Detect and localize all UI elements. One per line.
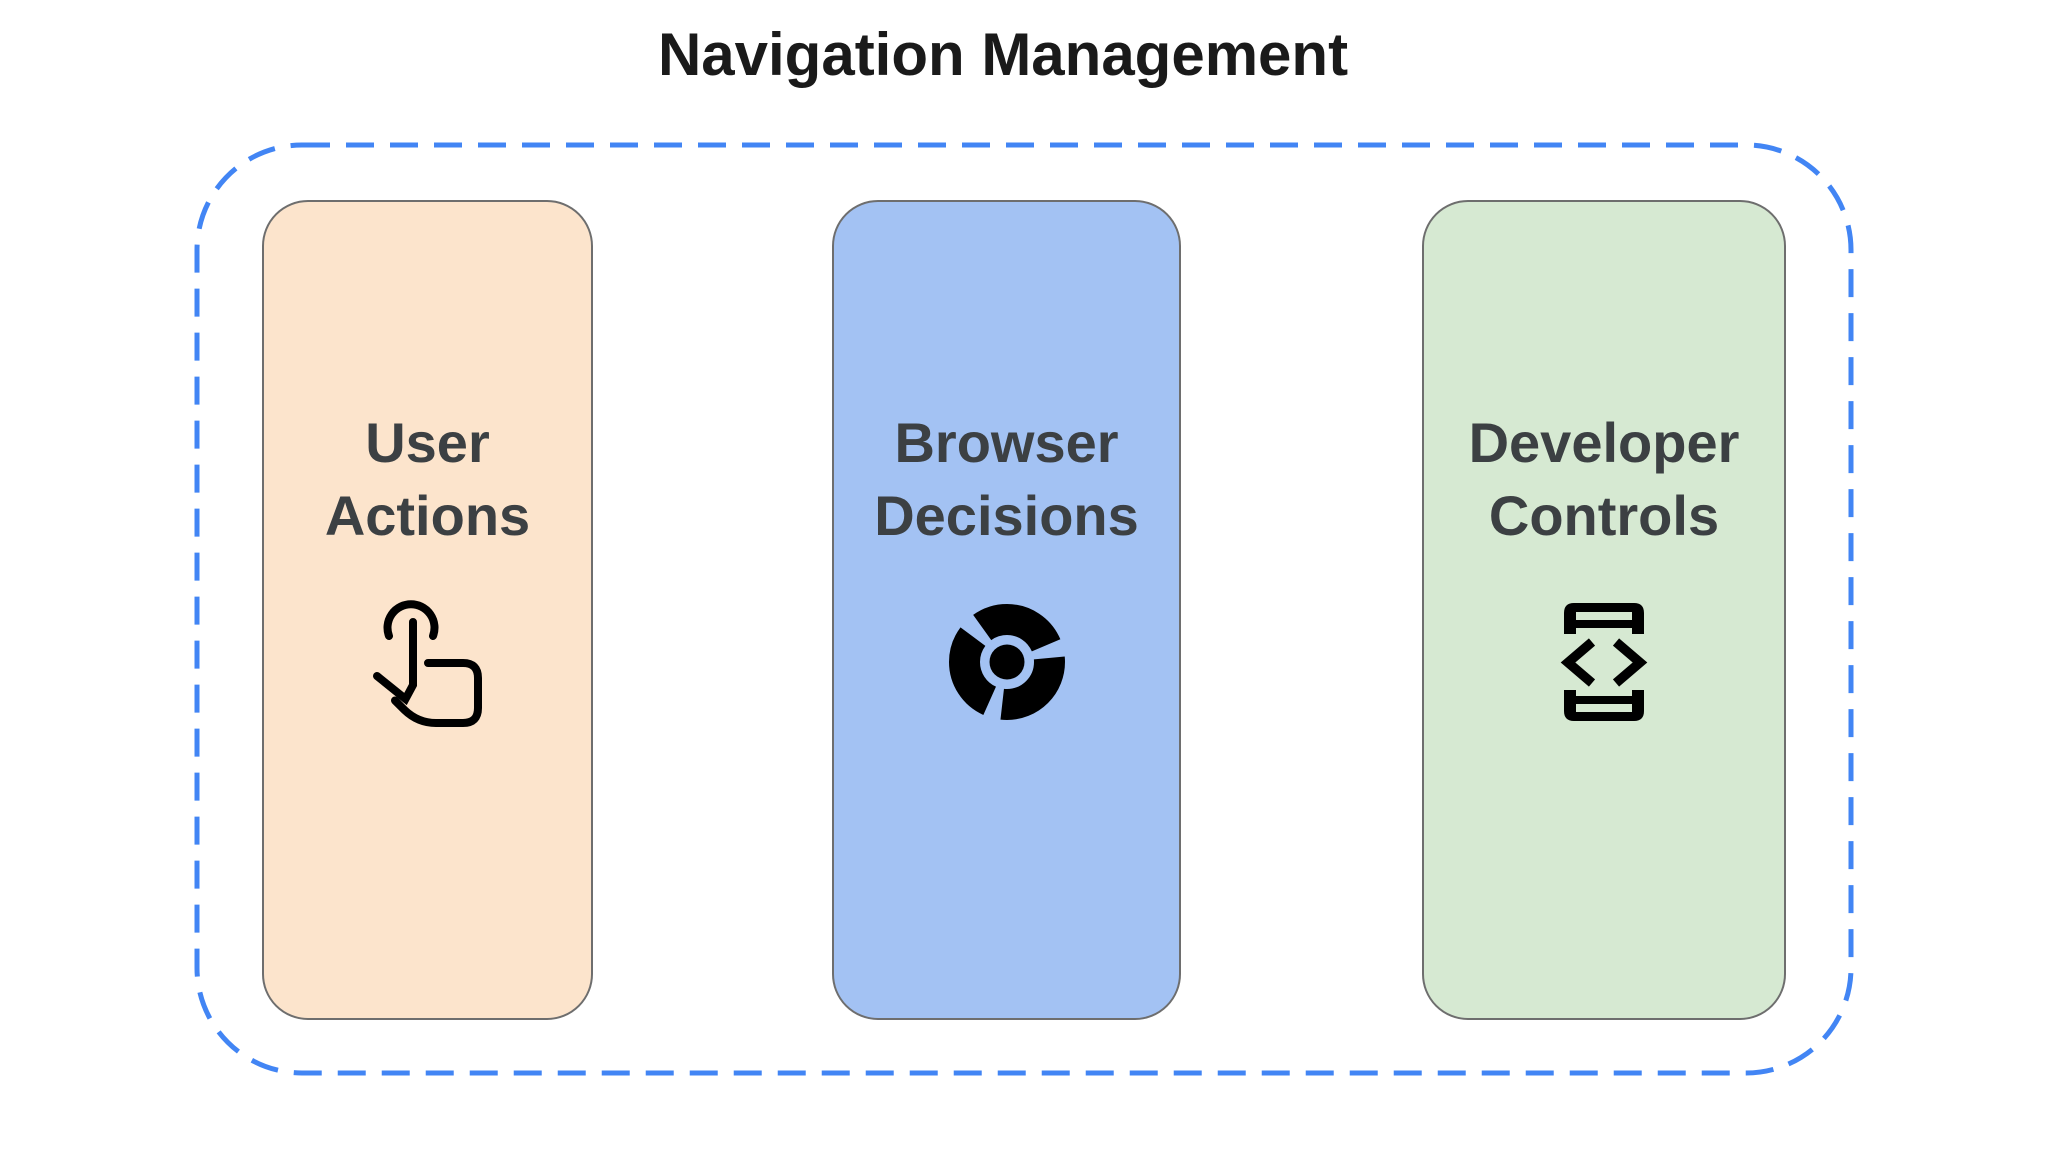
chrome-browser-icon — [948, 603, 1065, 720]
card-developer-controls: Developer Controls — [1422, 200, 1786, 1020]
dashed-group-frame — [194, 142, 1854, 1076]
card-title: User Actions — [324, 411, 531, 547]
page-title: Navigation Management — [657, 21, 1349, 88]
card-title: Browser Decisions — [874, 411, 1139, 547]
dashed-border — [194, 142, 1854, 1076]
tap-gesture-icon — [372, 599, 482, 727]
card-title: Developer Controls — [1468, 411, 1740, 547]
card-browser-decisions: Browser Decisions — [832, 200, 1181, 1020]
developer-mode-icon — [1560, 602, 1648, 721]
card-user-actions: User Actions — [262, 200, 593, 1020]
